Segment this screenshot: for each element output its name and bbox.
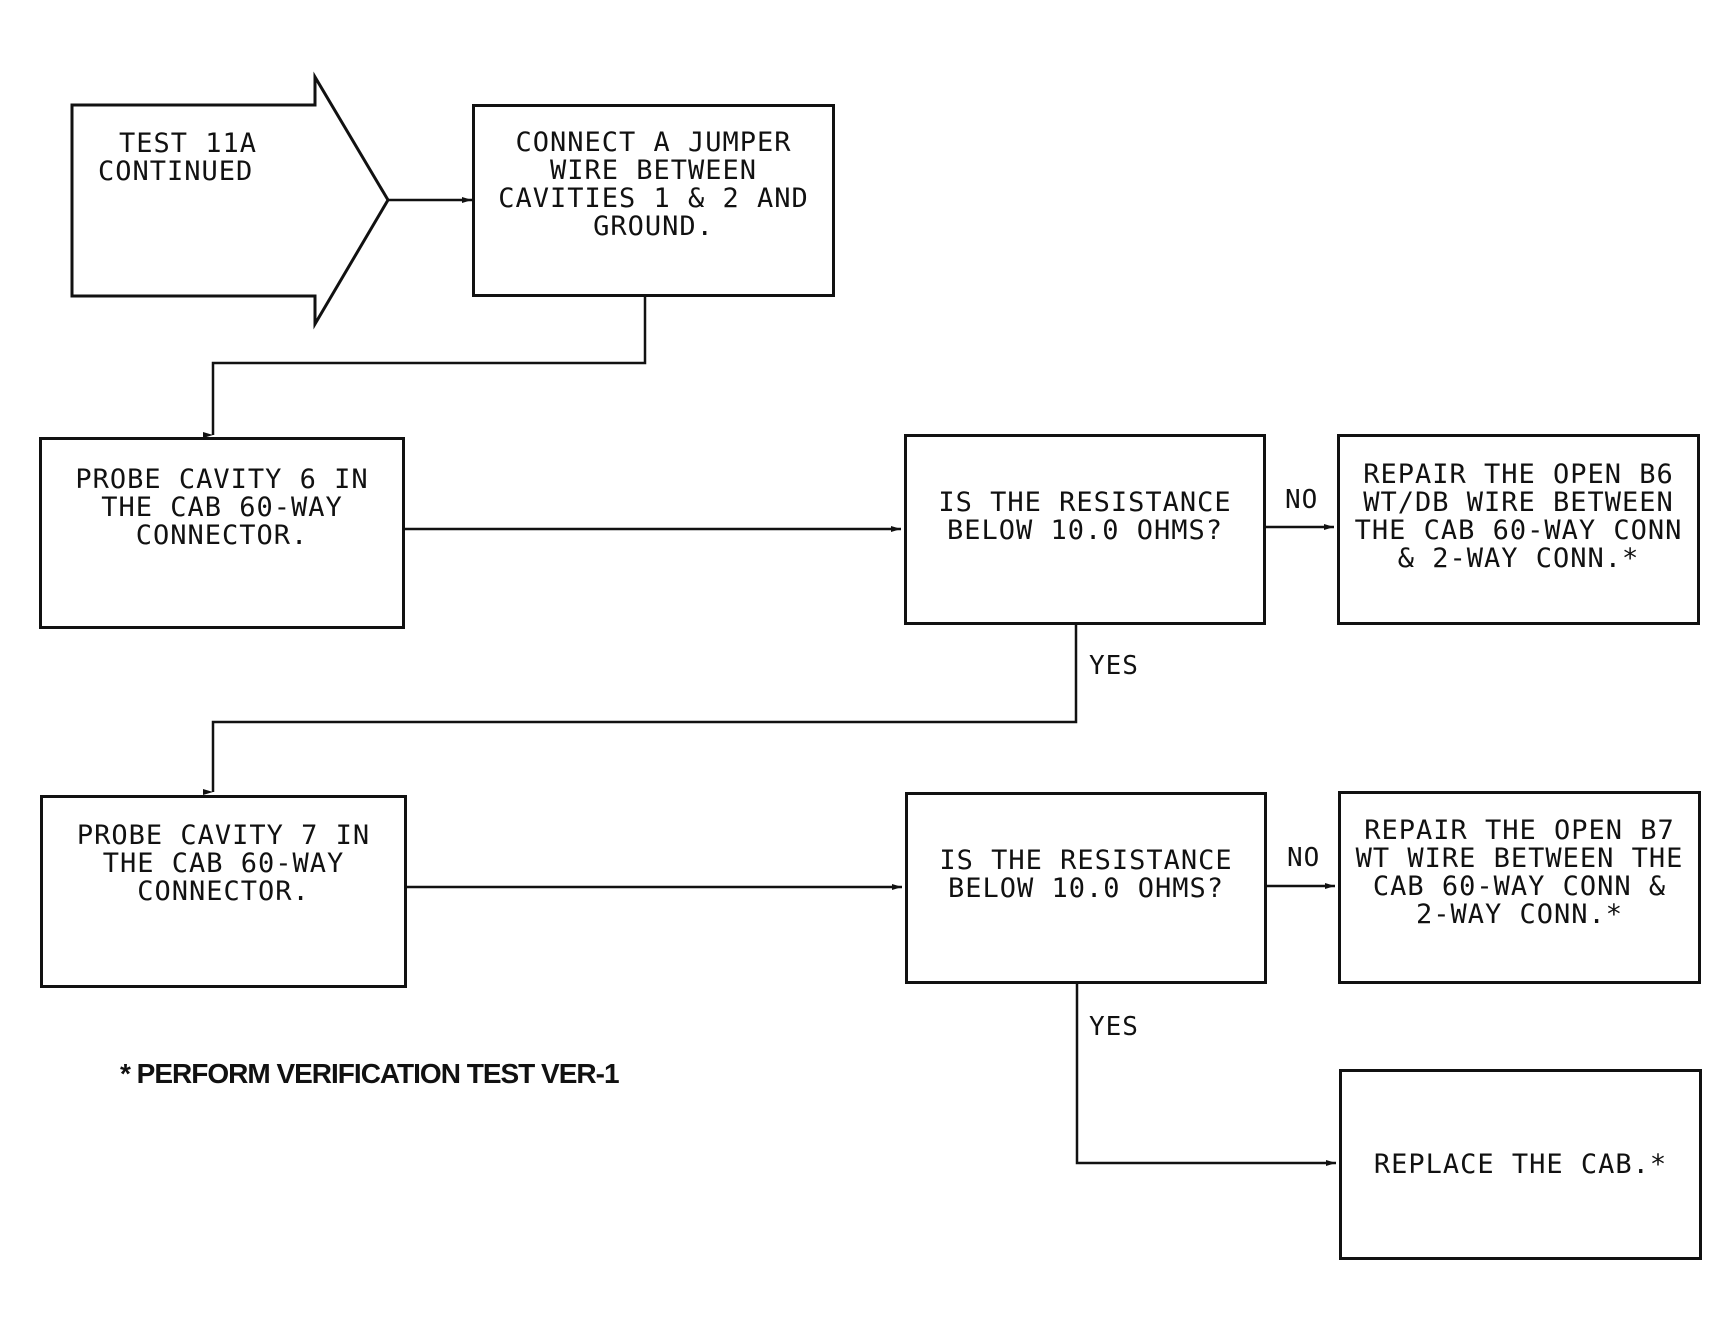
box-line: PROBE CAVITY 6 IN	[75, 464, 369, 495]
box-line: IS THE RESISTANCE	[939, 845, 1233, 876]
box-line: GROUND.	[593, 211, 714, 242]
box-line: REPAIR THE OPEN B6	[1363, 459, 1674, 490]
edge-label-no: NO	[1285, 485, 1319, 515]
box-line: WIRE BETWEEN	[549, 155, 758, 186]
box-line: WT WIRE BETWEEN THE	[1355, 843, 1684, 874]
connector-check2-yes	[1075, 982, 1336, 1166]
box-line: & 2-WAY CONN.*	[1397, 543, 1640, 574]
box-line: CAVITIES 1 & 2 AND	[498, 183, 809, 214]
box-line: CAB 60-WAY CONN &	[1372, 871, 1667, 902]
connector-check1-yes	[203, 624, 1078, 795]
box-line: REPLACE THE CAB.*	[1373, 1149, 1668, 1180]
box-line: IS THE RESISTANCE	[938, 487, 1232, 518]
box-repair-b6: REPAIR THE OPEN B6 WT/DB WIRE BETWEEN TH…	[1337, 434, 1700, 625]
start-label-line: CONTINUED	[98, 156, 254, 187]
start-label-line: TEST 11A	[118, 128, 258, 159]
box-line: THE CAB 60-WAY	[102, 848, 345, 879]
box-probe-cavity-7: PROBE CAVITY 7 IN THE CAB 60-WAY CONNECT…	[40, 795, 407, 988]
box-replace-cab: REPLACE THE CAB.*	[1339, 1069, 1702, 1260]
box-resistance-check-1: IS THE RESISTANCE BELOW 10.0 OHMS?	[904, 434, 1266, 625]
start-arrow-shape	[70, 71, 390, 330]
box-line: CONNECTOR.	[135, 520, 309, 551]
box-resistance-check-2: IS THE RESISTANCE BELOW 10.0 OHMS?	[905, 792, 1267, 984]
start-label: TEST 11A CONTINUED	[98, 130, 278, 186]
edge-label-yes: YES	[1089, 1012, 1139, 1042]
box-line: THE CAB 60-WAY CONN	[1354, 515, 1683, 546]
edge-label-yes: YES	[1089, 651, 1139, 681]
box-probe-cavity-6: PROBE CAVITY 6 IN THE CAB 60-WAY CONNECT…	[39, 437, 405, 629]
edge-label-no: NO	[1287, 843, 1321, 873]
box-line: BELOW 10.0 OHMS?	[947, 873, 1225, 904]
box-line: 2-WAY CONN.*	[1415, 899, 1624, 930]
box-line: CONNECTOR.	[137, 876, 310, 907]
footnote-verification: * PERFORM VERIFICATION TEST VER-1	[120, 1058, 620, 1089]
box-connect-jumper: CONNECT A JUMPER WIRE BETWEEN CAVITIES 1…	[472, 104, 835, 297]
box-repair-b7: REPAIR THE OPEN B7 WT WIRE BETWEEN THE C…	[1338, 791, 1701, 984]
box-line: REPAIR THE OPEN B7	[1364, 815, 1675, 846]
box-line: CONNECT A JUMPER	[515, 127, 792, 158]
connector-connect-to-probe6	[203, 297, 647, 438]
box-line: PROBE CAVITY 7 IN	[76, 820, 371, 851]
box-line: WT/DB WIRE BETWEEN	[1363, 487, 1674, 518]
box-line: BELOW 10.0 OHMS?	[946, 515, 1224, 546]
box-line: THE CAB 60-WAY	[101, 492, 343, 523]
